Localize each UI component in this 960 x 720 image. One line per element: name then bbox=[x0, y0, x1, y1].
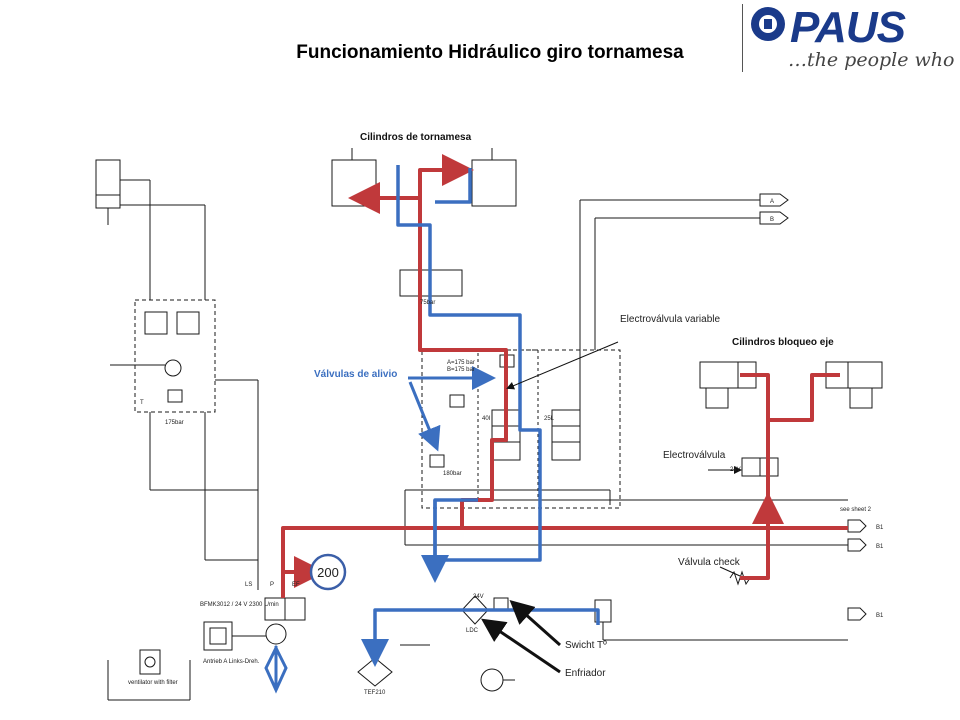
annotation-relief-mid: 180bar bbox=[443, 471, 462, 477]
annotation-port-a: A bbox=[770, 199, 774, 205]
logo-tagline: …the people who care bbox=[788, 49, 954, 71]
label-electrovalvula-variable: Electroválvula variable bbox=[620, 314, 720, 325]
logo-name: PAUS bbox=[790, 3, 906, 52]
return-lines bbox=[361, 165, 600, 667]
annotation-24v-b: 24V bbox=[473, 594, 484, 600]
annotation-pump-note: Antrieb A Links-Dreh. bbox=[203, 659, 260, 665]
annotation-filter: TEF210 bbox=[364, 690, 386, 696]
label-electrovalvula: Electroválvula bbox=[663, 450, 726, 461]
slide-title: Funcionamiento Hidráulico giro tornamesa bbox=[296, 42, 684, 63]
annotation-pump-model: BFMK3012 / 24 V 2300 L/min bbox=[200, 602, 279, 608]
pump-inlet-icon bbox=[264, 644, 288, 694]
annotation-valve-25: 25L bbox=[544, 416, 555, 422]
annotation-ef: EF bbox=[292, 582, 300, 588]
pressure-badge-value: 200 bbox=[317, 565, 339, 580]
schematic-annotations: A=175 bar B=175 bar 175bar 180bar 40I 25… bbox=[128, 199, 884, 696]
label-valvulas-alivio: Válvulas de alivio bbox=[314, 369, 397, 380]
logo-divider bbox=[742, 4, 743, 72]
annotation-ventilator: ventilator with filter bbox=[128, 680, 178, 686]
annotation-ls: LS bbox=[245, 582, 252, 588]
annotation-ldc: LDC bbox=[466, 628, 479, 634]
annotation-valve-40: 40I bbox=[482, 416, 491, 422]
annotation-b1-b: B1 bbox=[876, 544, 884, 550]
annotation-cylinder-valve: 75bar bbox=[420, 300, 435, 306]
annotation-b1-c: B1 bbox=[876, 613, 884, 619]
annotation-see-sheet: see sheet 2 bbox=[840, 507, 872, 513]
paus-logo: PAUS …the people who care bbox=[751, 3, 954, 71]
label-cilindros-tornamesa: Cilindros de tornamesa bbox=[360, 132, 472, 143]
callout-lines bbox=[506, 341, 742, 577]
annotation-24v-a: 24V bbox=[730, 467, 741, 473]
annotation-t: T bbox=[140, 400, 144, 406]
pressure-lines bbox=[281, 154, 848, 598]
annotation-pressure-b: B=175 bar bbox=[447, 367, 475, 373]
annotation-p: P bbox=[270, 582, 274, 588]
label-cilindros-bloqueo: Cilindros bloqueo eje bbox=[732, 337, 834, 348]
annotation-port-b: B bbox=[770, 217, 774, 223]
label-valvula-check: Válvula check bbox=[678, 557, 741, 568]
label-switch-temp: Swicht Tº bbox=[565, 640, 607, 651]
label-enfriador: Enfriador bbox=[565, 668, 606, 679]
logo-gear-icon bbox=[751, 7, 785, 41]
annotation-b1-a: B1 bbox=[876, 525, 884, 531]
annotation-pressure-a: A=175 bar bbox=[447, 360, 475, 366]
cooler-callouts bbox=[481, 600, 561, 674]
pressure-badge: 200 bbox=[309, 553, 347, 591]
annotation-relief-left: 175bar bbox=[165, 420, 184, 426]
schematic-lines bbox=[95, 148, 883, 701]
relief-callouts bbox=[408, 366, 496, 452]
